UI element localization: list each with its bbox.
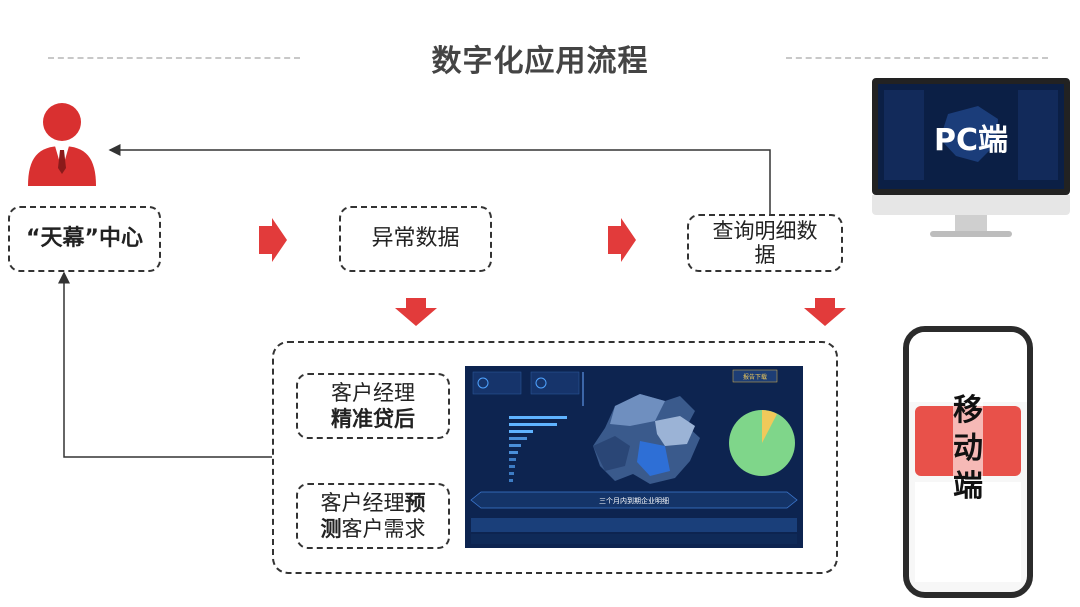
mobile-phone: 移 动 端 <box>903 326 1033 598</box>
application-frame <box>272 341 838 574</box>
title-right-divider <box>786 57 1048 59</box>
node-tianmu-name: 天幕 <box>40 226 85 251</box>
pc-label: PC端 <box>933 122 1008 158</box>
node-predict-demand: 客户经理预 测客户需求 <box>296 483 450 549</box>
arrow-right-2 <box>608 218 636 262</box>
feedback-line-top <box>108 144 771 214</box>
node-anomaly-data: 异常数据 <box>339 206 492 272</box>
node-query-line2: 据 <box>754 243 776 267</box>
dashboard-screenshot: 报告下载 三个月内到期企业明细 <box>465 366 803 548</box>
quote-close: ” <box>84 226 99 251</box>
dashboard-graphic: 报告下载 三个月内到期企业明细 <box>465 366 803 548</box>
feedback-line-bottom <box>58 271 272 458</box>
dashboard-pie <box>729 410 795 476</box>
dashboard-banner: 三个月内到期企业明细 <box>599 496 669 505</box>
node-query-detail: 查询明细数 据 <box>687 214 843 272</box>
predict-part1-bold: 预 <box>404 491 426 515</box>
mobile-label: 移 动 端 <box>909 392 1027 506</box>
loan-line1: 客户经理 <box>331 381 415 405</box>
arrow-down-2 <box>804 298 846 326</box>
mobile-line2: 动 <box>953 430 983 468</box>
pc-monitor-bottom <box>872 195 1070 215</box>
person-icon <box>28 103 96 186</box>
mobile-line3: 端 <box>953 468 983 506</box>
phone-header <box>909 332 1027 402</box>
dashboard-map <box>593 394 700 484</box>
pc-monitor: PC端 <box>872 78 1070 195</box>
loan-line2: 精准贷后 <box>331 407 415 431</box>
node-query-line1: 查询明细数 <box>712 219 818 243</box>
page-title: 数字化应用流程 <box>431 44 649 79</box>
mobile-line1: 移 <box>953 392 983 430</box>
pc-monitor-base <box>930 231 1012 237</box>
dashboard-badge: 报告下载 <box>743 373 767 381</box>
arrow-down-1 <box>395 298 437 326</box>
quote-open: “ <box>26 226 41 251</box>
node-tianmu-rest: 中心 <box>98 226 143 251</box>
pc-monitor-neck <box>955 215 987 231</box>
pc-screen-graphic <box>878 84 1064 189</box>
dashboard-bar-chart <box>509 416 567 482</box>
node-tianmu-center: “天幕”中心 <box>8 206 161 272</box>
title-left-divider <box>48 57 300 59</box>
node-precise-loan: 客户经理 精准贷后 <box>296 373 450 439</box>
predict-part1: 客户经理 <box>320 491 405 515</box>
node-anomaly-label: 异常数据 <box>371 226 460 251</box>
arrow-right-1 <box>259 218 287 262</box>
predict-part2-bold: 测 <box>320 517 342 541</box>
predict-part2: 客户需求 <box>341 517 426 541</box>
